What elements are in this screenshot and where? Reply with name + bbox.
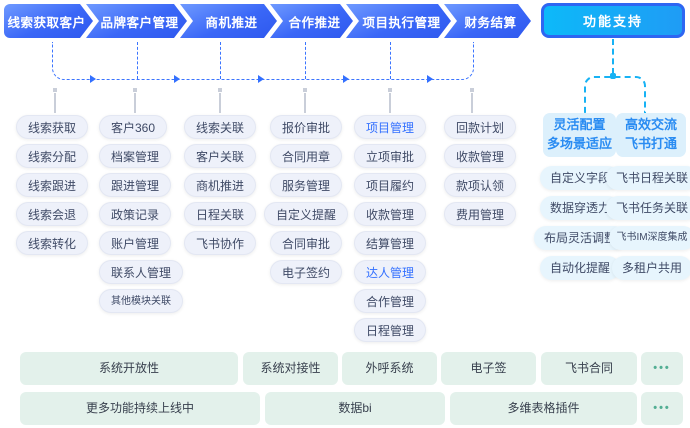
feature-pill: 费用管理: [443, 202, 517, 226]
column-finance: 回款计划 收款管理 款项认领 费用管理: [443, 115, 517, 226]
flow-step-lead-acquisition: 线索获取客户: [4, 4, 93, 38]
feature-pill: 线索关联: [183, 115, 257, 139]
flow-connector-line: [137, 42, 138, 79]
flow-step-project-execution: 项目执行管理: [346, 4, 451, 38]
feature-pill: 政策记录: [99, 202, 172, 226]
feature-pill: 账户管理: [99, 231, 172, 255]
feature-pill: 日程关联: [183, 202, 257, 226]
feature-pill: 合同审批: [269, 231, 343, 255]
feature-pill: 跟进管理: [99, 173, 172, 197]
support-pill: 飞书日程关联: [605, 166, 690, 190]
arrow-right-icon: [258, 75, 264, 83]
integration-box-openness: 系统开放性: [20, 352, 238, 385]
flow-step-label: 财务结算: [464, 15, 517, 30]
column-cooperation: 报价审批 合同用章 服务管理 自定义提醒 合同审批 电子签约: [263, 115, 349, 284]
support-header-line: 灵活配置: [553, 117, 606, 133]
support-connector-line: [612, 39, 614, 74]
feature-pill: 报价审批: [269, 115, 343, 139]
support-connector-dot: [610, 73, 616, 79]
feature-pill: 其他模块关联: [99, 289, 183, 313]
feature-pill: 客户关联: [183, 144, 257, 168]
support-button-label: 功能支持: [544, 6, 682, 35]
feature-pill: 自定义提醒: [263, 202, 349, 226]
integration-box-multidim-table: 多维表格插件: [450, 392, 637, 425]
feature-pill: 线索转化: [15, 231, 89, 255]
column-customer: 客户360 档案管理 跟进管理 政策记录 账户管理 联系人管理 其他模块关联: [99, 115, 184, 313]
support-pill: 多租户共用: [611, 256, 690, 280]
column-lead: 线索获取 线索分配 线索跟进 线索会退 线索转化: [15, 115, 89, 255]
feature-pill: 收款管理: [443, 144, 517, 168]
integration-box-connectivity: 系统对接性: [243, 352, 338, 385]
flow-connector-line: [220, 42, 221, 79]
feature-pill: 联系人管理: [99, 260, 184, 284]
flow-step-brand-customer: 品牌客户管理: [86, 4, 187, 38]
feature-pill: 款项认领: [443, 173, 517, 197]
column-stub: [388, 88, 392, 113]
feature-pill: 电子签约: [269, 260, 343, 284]
flow-step-label: 品牌客户管理: [100, 15, 179, 30]
flow-step-label: 线索获取客户: [7, 15, 86, 30]
integration-box-data-bi: 数据bi: [265, 392, 445, 425]
flow-step-label: 合作推进: [288, 15, 341, 30]
support-header-flexible-config: 灵活配置 多场景适应: [543, 113, 616, 157]
flow-connector-line: [390, 42, 391, 79]
support-column-feishu: 飞书日程关联 飞书任务关联 飞书IM深度集成 多租户共用: [605, 166, 690, 280]
column-stub: [133, 88, 137, 113]
feature-pill: 项目履约: [353, 173, 427, 197]
support-header-feishu-link: 高效交流 飞书打通: [616, 113, 686, 157]
arrow-right-icon: [343, 75, 349, 83]
feature-pill: 客户360: [99, 115, 168, 139]
support-header-line: 飞书打通: [624, 136, 677, 151]
feature-pill: 合作管理: [353, 289, 427, 313]
support-header-line: 多场景适应: [546, 136, 612, 151]
feature-pill: 项目管理: [353, 115, 427, 139]
support-header-line: 高效交流: [624, 117, 677, 133]
integration-box-outbound-call: 外呼系统: [342, 352, 437, 385]
support-pill: 自定义字段: [539, 166, 621, 190]
flow-step-cooperation: 合作推进: [270, 4, 353, 38]
flow-step-label: 商机推进: [205, 15, 258, 30]
feature-pill: 结算管理: [353, 231, 427, 255]
feature-pill: 档案管理: [99, 144, 172, 168]
feature-pill: 商机推进: [183, 173, 257, 197]
flow-step-label: 项目执行管理: [362, 15, 441, 30]
support-pill: 数据穿透力: [539, 196, 621, 220]
more-ellipsis: •••: [641, 352, 683, 385]
arrow-right-icon: [90, 75, 96, 83]
column-stub: [218, 88, 222, 113]
column-stub: [303, 88, 307, 113]
column-project: 项目管理 立项审批 项目履约 收款管理 结算管理 达人管理 合作管理 日程管理: [353, 115, 427, 342]
feature-pill: 达人管理: [353, 260, 427, 284]
feature-pill: 线索跟进: [15, 173, 89, 197]
flow-connector-line: [305, 42, 306, 79]
feature-pill: 线索会退: [15, 202, 89, 226]
arrow-right-icon: [427, 75, 433, 83]
feature-pill: 收款管理: [353, 202, 427, 226]
feature-pill: 合同用章: [269, 144, 343, 168]
flow-step-finance-settlement: 财务结算: [444, 4, 531, 38]
support-button: 功能支持: [541, 3, 685, 38]
flow-step-opportunity: 商机推进: [180, 4, 277, 38]
more-ellipsis: •••: [641, 392, 683, 425]
column-stub: [53, 88, 57, 113]
feature-pill: 飞书协作: [183, 231, 257, 255]
support-pill: 飞书IM深度集成: [609, 226, 690, 250]
integration-box-feishu-contract: 飞书合同: [541, 352, 637, 385]
integration-box-esign: 电子签: [441, 352, 536, 385]
column-opportunity: 线索关联 客户关联 商机推进 日程关联 飞书协作: [183, 115, 257, 255]
feature-pill: 日程管理: [353, 318, 427, 342]
arrow-right-icon: [174, 75, 180, 83]
column-stub: [470, 88, 474, 113]
support-connector-frame: [584, 76, 646, 113]
feature-pill: 立项审批: [353, 144, 427, 168]
support-pill: 自动化提醒: [539, 256, 621, 280]
feature-pill: 线索分配: [15, 144, 89, 168]
feature-pill: 线索获取: [15, 115, 89, 139]
feature-pill: 回款计划: [443, 115, 517, 139]
support-pill: 飞书任务关联: [605, 196, 690, 220]
integration-box-more-features: 更多功能持续上线中: [20, 392, 260, 425]
feature-pill: 服务管理: [269, 173, 343, 197]
